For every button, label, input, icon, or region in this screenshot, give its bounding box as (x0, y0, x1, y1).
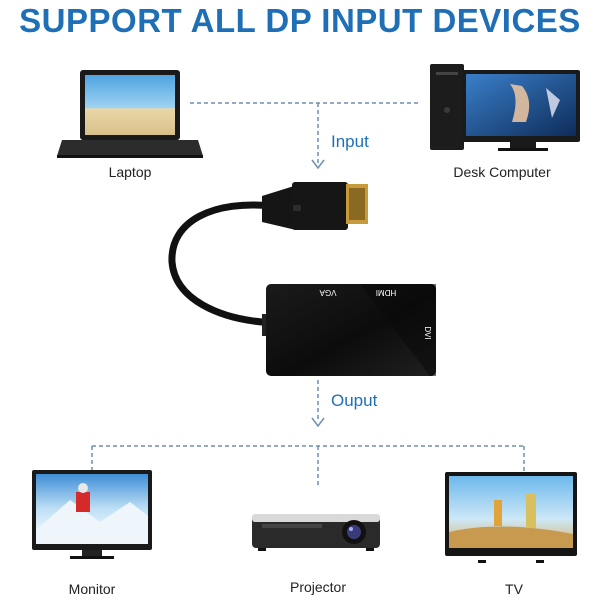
input-flow-label: Input (331, 132, 369, 151)
input-arrow-icon (311, 159, 325, 170)
desktop-computer-icon (430, 64, 580, 151)
port-label-vga: VGA (319, 288, 337, 297)
laptop-label: Laptop (109, 164, 152, 180)
port-label-dvi: DVI (423, 326, 432, 339)
laptop-icon (57, 70, 203, 158)
output-arrow-icon (311, 417, 325, 428)
displayport-cable (168, 182, 368, 326)
projector-icon (252, 514, 380, 551)
tv-label: TV (505, 581, 524, 597)
adapter-box: VGA HDMI DVI (262, 284, 436, 376)
monitor-label: Monitor (69, 581, 116, 597)
projector-label: Projector (290, 579, 346, 595)
monitor-icon (32, 470, 152, 559)
input-dashed-connector (190, 102, 420, 165)
tv-icon (445, 472, 577, 563)
output-dashed-connector (91, 380, 525, 486)
output-flow-label: Ouput (331, 391, 378, 410)
page-title: SUPPORT ALL DP INPUT DEVICES (19, 2, 581, 39)
desk-computer-label: Desk Computer (453, 164, 551, 180)
port-label-hdmi: HDMI (376, 288, 396, 297)
